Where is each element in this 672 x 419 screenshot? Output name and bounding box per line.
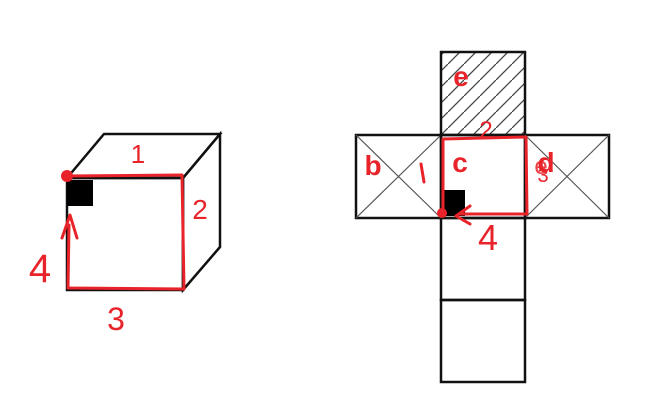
cube-annotations [60, 173, 186, 291]
cube-edge-label-right: 2 [192, 194, 208, 225]
net-edge-label-bottom: 4 [478, 217, 498, 258]
cube-red-dot [61, 170, 73, 182]
cube-corner-marker [67, 180, 93, 206]
net-annotations [419, 135, 529, 226]
cube: 1 2 3 4 [29, 130, 223, 337]
net-face-right-diagonal-2 [524, 134, 610, 219]
net-face-below-2 [439, 298, 527, 384]
cube-edge-label-top: 1 [131, 139, 145, 169]
net-face-left-diagonal-2 [355, 134, 442, 219]
net-edge-label-right: 3 [537, 165, 548, 187]
net-face-label-center: c [452, 147, 468, 178]
net-face-top-hatched [439, 50, 527, 137]
cube-net: e b c d e 1 2 3 4 [354, 50, 611, 384]
cube-edge-label-left: 4 [29, 247, 51, 291]
cube-red-outline [64, 173, 186, 291]
net-face-label-right-overlay: e [534, 153, 547, 180]
net-edge-label-top: 2 [479, 117, 492, 144]
net-corner-marker [443, 190, 465, 216]
net-face-label-top: e [453, 61, 469, 92]
net-red-tick-left [419, 162, 426, 184]
net-red-arrow [454, 204, 472, 226]
cube-red-arrow [60, 213, 79, 240]
cube-edge-label-bottom: 3 [107, 301, 125, 337]
net-red-outline [441, 135, 529, 216]
net-face-right [523, 133, 611, 220]
net-face-label-right: d [537, 147, 554, 178]
net-red-dot [437, 208, 447, 218]
net-face-label-left: b [364, 150, 381, 181]
